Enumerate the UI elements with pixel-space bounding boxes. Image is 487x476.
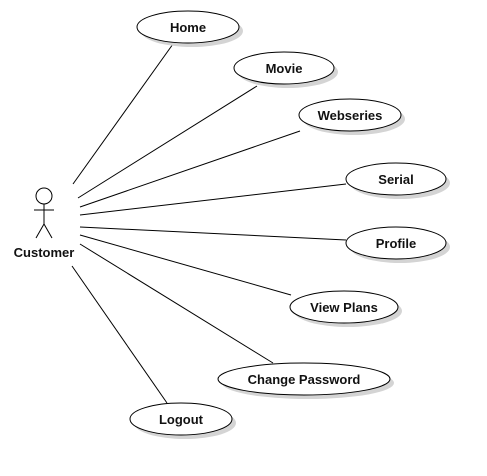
association-webseries	[79, 130, 301, 208]
association-logout	[71, 265, 168, 404]
association-home	[72, 43, 174, 185]
use-case-ellipse	[136, 10, 240, 44]
use-case-ellipse	[345, 162, 447, 196]
association-movie	[77, 85, 258, 199]
use-case-view-plans: View Plans	[289, 290, 402, 327]
use-case-logout: Logout	[129, 402, 236, 439]
use-case-ellipse	[289, 290, 399, 324]
use-case-label: Change Password	[248, 372, 361, 387]
actor-left-leg	[35, 223, 45, 239]
use-case-home: Home	[136, 10, 243, 47]
use-case-label: Webseries	[318, 108, 383, 123]
use-case-label: Profile	[376, 236, 416, 251]
association-serial	[79, 183, 347, 216]
use-case-profile: Profile	[345, 226, 450, 263]
use-case-label: Movie	[266, 61, 303, 76]
use-case-movie: Movie	[233, 51, 338, 88]
association-change-password	[79, 243, 274, 364]
use-case-ellipse	[129, 402, 233, 436]
use-case-label: View Plans	[310, 300, 378, 315]
use-case-label: Home	[170, 20, 206, 35]
use-case-webseries: Webseries	[298, 98, 405, 135]
use-case-ellipse	[217, 362, 391, 396]
actor-right-leg	[43, 223, 53, 239]
actor-head	[35, 187, 53, 205]
use-case-serial: Serial	[345, 162, 450, 199]
association-profile	[79, 226, 347, 241]
actor-customer: Customer	[14, 187, 75, 260]
use-case-change-password: Change Password	[217, 362, 394, 399]
use-case-ellipse	[233, 51, 335, 85]
association-view-plans	[79, 234, 292, 296]
use-case-label: Logout	[159, 412, 204, 427]
association-lines	[71, 43, 347, 404]
actor-label: Customer	[14, 245, 75, 260]
use-case-ellipse	[298, 98, 402, 132]
use-case-label: Serial	[378, 172, 413, 187]
use-case-ellipse	[345, 226, 447, 260]
